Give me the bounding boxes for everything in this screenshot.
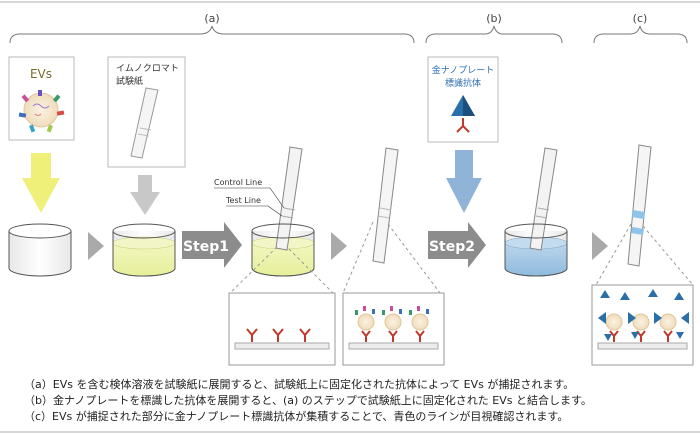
chevron-arrow-1 <box>88 232 104 260</box>
antibody-icon <box>609 330 673 342</box>
step2-arrow: Step2 <box>428 222 486 268</box>
caption-c: （c）EVs が捕捉された部分に金ナノプレート標識抗体が集積することで、青色のラ… <box>24 410 569 423</box>
beaker-empty <box>8 223 72 277</box>
captured-ev-icon <box>605 313 677 331</box>
zoom-guides <box>229 221 694 294</box>
strip-box-title-2: 試験紙 <box>116 75 143 87</box>
section-label-a: (a) <box>204 12 219 25</box>
zoom-box-antibodies <box>228 292 336 366</box>
brace-b <box>425 25 563 44</box>
control-line-mark <box>283 207 296 211</box>
test-line-label: Test Line <box>225 196 261 205</box>
step1-arrow: Step1 <box>182 222 242 268</box>
gray-down-arrow <box>130 175 160 215</box>
chevron-arrow-3 <box>592 232 608 260</box>
antibody-icon <box>246 328 311 342</box>
step2-label: Step2 <box>429 239 475 255</box>
section-label-b: (b) <box>486 12 502 25</box>
blue-down-arrow <box>446 150 482 213</box>
gold-nanoplate-icon <box>598 289 689 341</box>
test-line-mark <box>281 215 294 219</box>
section-label-c: (c) <box>633 12 648 25</box>
yellow-down-arrow <box>22 153 60 213</box>
step1-label: Step1 <box>183 239 229 255</box>
brace-c <box>593 25 688 44</box>
gold-box-title-2: 標識抗体 <box>445 77 481 89</box>
strip-after-step1 <box>372 147 399 264</box>
evs-box: EVs <box>8 56 75 141</box>
beaker-yellow <box>112 223 176 277</box>
zoom-box-evs-captured <box>342 292 445 366</box>
strip-box: イムノクロマト 試験紙 <box>107 56 186 168</box>
control-line-label: Control Line <box>214 178 262 187</box>
ev-particle-icon <box>18 90 65 133</box>
beaker-blue-with-strip <box>504 147 568 277</box>
test-strip-icon <box>130 87 159 159</box>
beaker-yellow-with-strip <box>251 146 315 277</box>
gold-nanoplate-antibody-icon <box>451 95 475 133</box>
zoom-box-gold-bound <box>591 284 694 366</box>
strip-line-labels: Control Line Test Line <box>214 178 285 217</box>
captured-ev-icon <box>355 306 429 331</box>
strip-final-blue-lines <box>627 144 652 267</box>
gold-box-title-1: 金ナノプレート <box>432 64 495 76</box>
caption-b: （b）金ナノプレートを標識した抗体を展開すると、(a) のステップで試験紙上に固… <box>24 394 592 407</box>
brace-a <box>9 25 415 44</box>
antibody-icon <box>361 330 425 342</box>
caption-a: （a）EVs を含む検体溶液を試験紙に展開すると、試験紙上に固定化された抗体によ… <box>24 378 575 391</box>
evs-label: EVs <box>30 67 52 81</box>
chevron-arrow-2 <box>331 232 347 260</box>
strip-box-title-1: イムノクロマト <box>116 63 179 74</box>
gold-box: 金ナノプレート 標識抗体 <box>427 56 499 143</box>
